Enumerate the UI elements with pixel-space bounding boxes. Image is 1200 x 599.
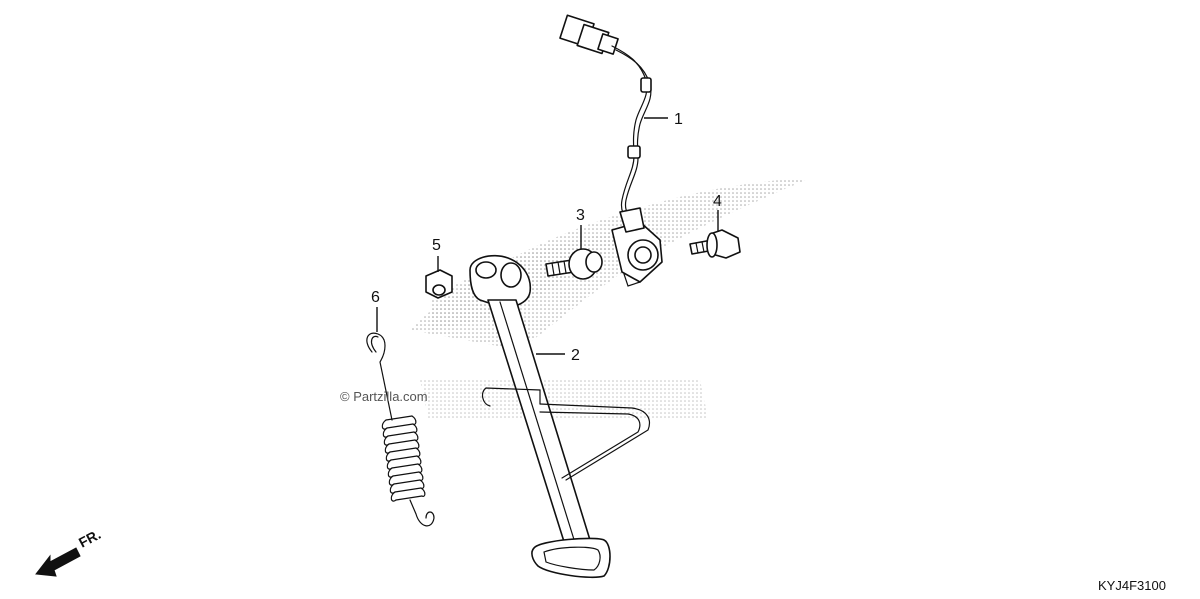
front-label: FR. [76,526,103,551]
background-logo-watermark [410,178,810,418]
callout-6: 6 [371,289,380,306]
callout-2: 2 [571,347,580,364]
part-1-side-stand-switch [559,14,663,287]
part-6-return-spring [366,332,435,527]
part-3-pivot-bolt [545,248,603,280]
wire-connector [559,14,619,55]
callout-5: 5 [432,237,441,254]
part-5-nut [425,269,453,299]
callout-4: 4 [713,193,722,210]
front-arrow-icon [35,547,81,577]
part-4-flange-bolt [689,229,741,259]
part-2-side-stand [469,254,651,579]
callouts: 1 2 3 4 5 6 [371,111,722,364]
spring-coils [381,415,426,502]
watermark-text: © Partzilla.com [340,389,428,404]
callout-3: 3 [576,207,585,224]
diagram-code: KYJ4F3100 [1098,578,1166,593]
callout-1: 1 [674,111,683,128]
front-direction-indicator: FR. [35,526,103,577]
